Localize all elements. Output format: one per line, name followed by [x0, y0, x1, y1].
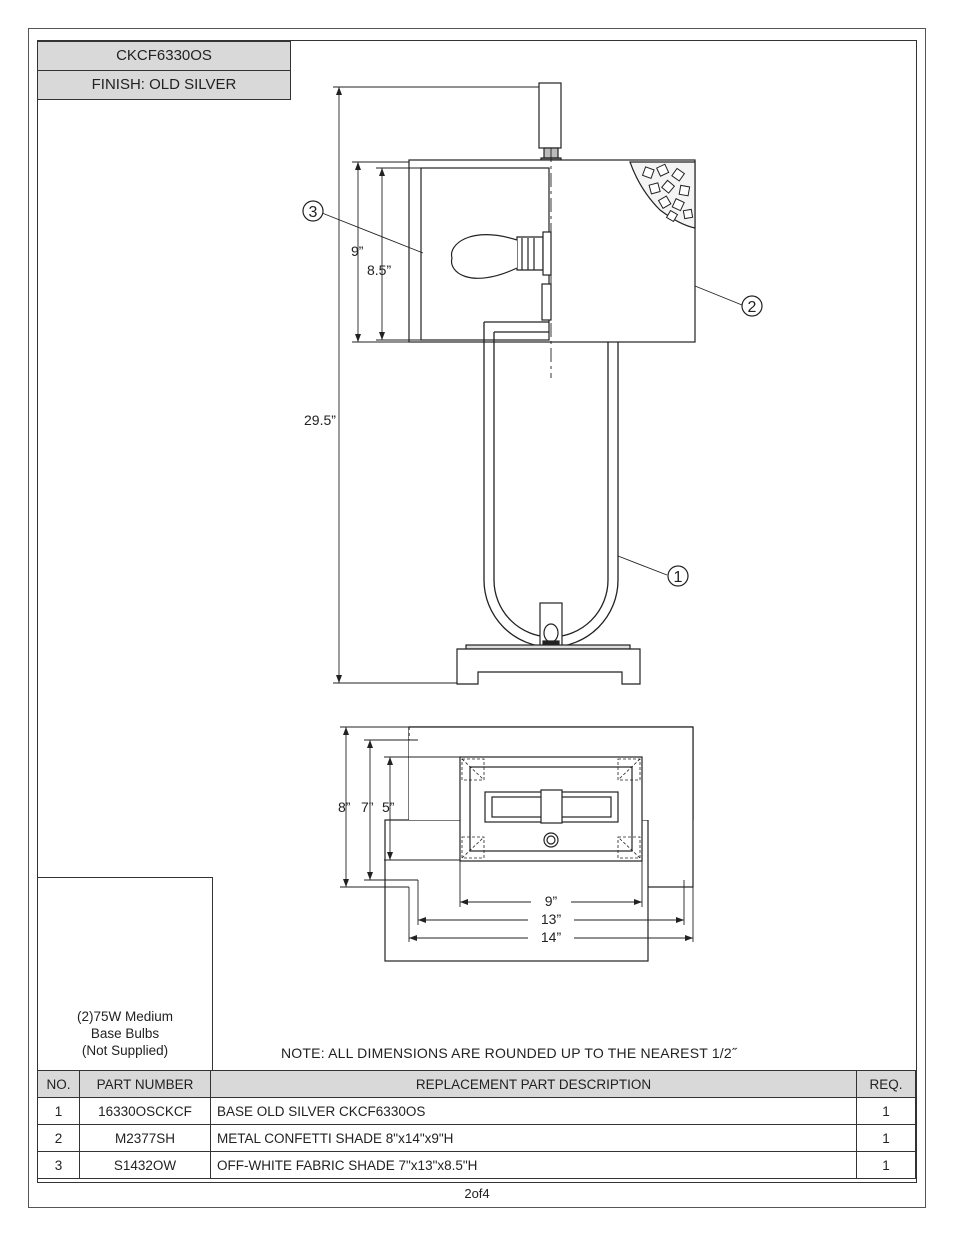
bulb-line-3: (Not Supplied): [81, 1043, 169, 1058]
callout-2-label: 2: [748, 299, 757, 316]
header-part-number: PART NUMBER: [79, 1070, 211, 1098]
callout-3: [302, 200, 324, 222]
bulb-line-2: Base Bulbs: [90, 1026, 160, 1041]
base-block: [456, 648, 641, 685]
bulb-info-box: (2)75W Medium Base Bulbs (Not Supplied): [37, 877, 213, 1072]
model-label: CKCF6330OS: [37, 41, 291, 71]
page-number: 2of4: [464, 1186, 490, 1201]
row-no: 2: [37, 1124, 80, 1152]
header-no: NO.: [37, 1070, 80, 1098]
dim-depth-outer: 8”: [338, 799, 351, 815]
row-description: OFF-WHITE FABRIC SHADE 7"x13"x8.5"H: [210, 1151, 857, 1179]
parts-table-header: NO. PART NUMBER REPLACEMENT PART DESCRIP…: [37, 1070, 916, 1098]
finish-label: FINISH: OLD SILVER: [37, 70, 291, 100]
row-no: 1: [37, 1097, 80, 1125]
header-description: REPLACEMENT PART DESCRIPTION: [210, 1070, 857, 1098]
row-description: METAL CONFETTI SHADE 8"x14"x9"H: [210, 1124, 857, 1152]
table-row: 1 16330OSCKCF BASE OLD SILVER CKCF6330OS…: [37, 1097, 916, 1125]
row-part-number: S1432OW: [79, 1151, 211, 1179]
row-part-number: 16330OSCKCF: [79, 1097, 211, 1125]
u-frame-base: [483, 322, 619, 648]
dim-shade-outer-height: 9”: [351, 243, 364, 259]
callout-1: [667, 565, 689, 587]
callout-1-label: 1: [674, 569, 683, 586]
row-part-number: M2377SH: [79, 1124, 211, 1152]
table-row: 2 M2377SH METAL CONFETTI SHADE 8"x14"x9"…: [37, 1124, 916, 1152]
sheet-border: [37, 40, 917, 1183]
table-row: 3 S1432OW OFF-WHITE FABRIC SHADE 7"x13"x…: [37, 1151, 916, 1179]
page-frame: [28, 28, 926, 1208]
dim-shade-inner-height: 8.5”: [367, 262, 391, 278]
finial: [538, 82, 562, 149]
bulb-line-1: (2)75W Medium: [76, 1009, 174, 1024]
dim-overall-height: 29.5”: [304, 412, 336, 428]
row-req: 1: [856, 1124, 916, 1152]
dim-width-outer: 14”: [541, 929, 562, 945]
parts-table: NO. PART NUMBER REPLACEMENT PART DESCRIP…: [37, 1070, 916, 1179]
dim-depth-mid: 7”: [361, 799, 374, 815]
row-req: 1: [856, 1097, 916, 1125]
header-req: REQ.: [856, 1070, 916, 1098]
row-description: BASE OLD SILVER CKCF6330OS: [210, 1097, 857, 1125]
callout-3-label: 3: [309, 204, 318, 221]
bulb-caption: (2)75W Medium Base Bulbs (Not Supplied): [38, 1008, 212, 1059]
dim-width-base: 9”: [545, 893, 558, 909]
dim-depth-base: 5”: [382, 799, 395, 815]
callout-2: [741, 295, 763, 317]
row-no: 3: [37, 1151, 80, 1179]
dimension-note: NOTE: ALL DIMENSIONS ARE ROUNDED UP TO T…: [281, 1045, 737, 1061]
row-req: 1: [856, 1151, 916, 1179]
dim-width-mid: 13”: [541, 911, 562, 927]
